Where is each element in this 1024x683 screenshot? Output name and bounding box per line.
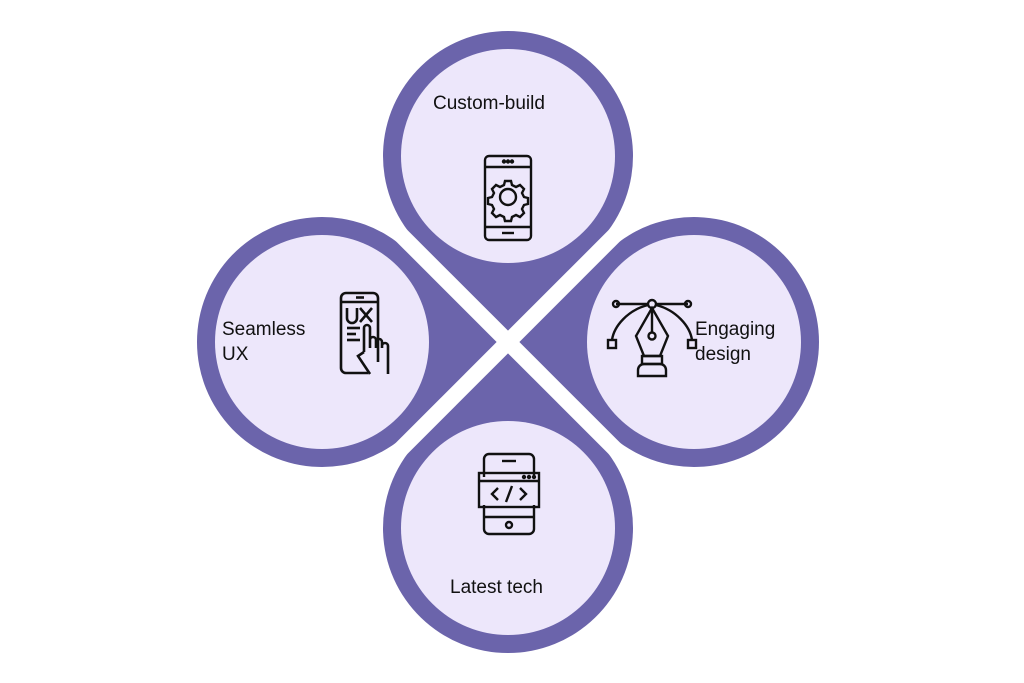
phone-code-icon: [477, 452, 541, 536]
label-latest-tech: Latest tech: [450, 577, 543, 598]
label-custom-build: Custom-build: [433, 93, 545, 114]
label-engaging-design: Engaging design: [695, 317, 775, 367]
gap-line: [202, 36, 814, 648]
label-line: UX: [222, 344, 249, 365]
label-line: Seamless: [222, 319, 306, 340]
label-line: design: [695, 344, 751, 365]
inner-circle-left: [215, 235, 429, 449]
inner-circle-right: [587, 235, 801, 449]
pen-tool-bezier-icon: [606, 298, 698, 378]
phone-gear-icon: [483, 154, 533, 242]
phone-ux-touch-icon: [339, 291, 390, 375]
label-line: Engaging: [695, 319, 776, 340]
label-seamless-ux: Seamless UX: [222, 317, 305, 367]
